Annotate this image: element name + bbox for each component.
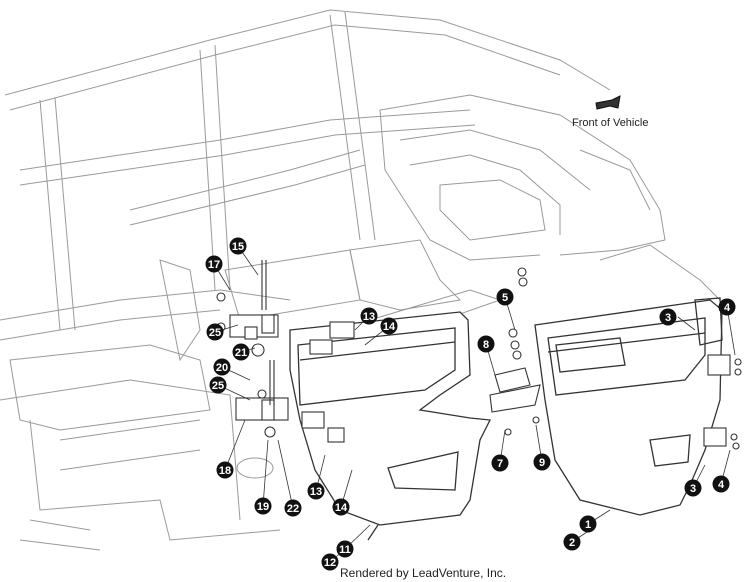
front-arrow-icon bbox=[595, 95, 621, 110]
callout-14: 14 bbox=[332, 498, 350, 516]
callout-13: 13 bbox=[307, 482, 325, 500]
latch-striker-parts bbox=[489, 267, 541, 436]
callout-21: 21 bbox=[232, 343, 250, 361]
front-of-vehicle-label: Front of Vehicle bbox=[572, 117, 648, 129]
svg-text:2: 2 bbox=[569, 537, 575, 549]
svg-text:21: 21 bbox=[235, 347, 247, 359]
svg-text:4: 4 bbox=[718, 479, 725, 491]
callout-13: 13 bbox=[360, 307, 378, 325]
callout-3: 3 bbox=[659, 308, 677, 326]
callout-12: 12 bbox=[321, 553, 339, 571]
svg-text:12: 12 bbox=[324, 557, 336, 569]
callout-7: 7 bbox=[491, 454, 509, 472]
svg-text:19: 19 bbox=[257, 501, 269, 513]
svg-text:25: 25 bbox=[212, 380, 224, 392]
svg-text:11: 11 bbox=[339, 544, 351, 556]
callout-8: 8 bbox=[477, 335, 495, 353]
callout-9: 9 bbox=[533, 453, 551, 471]
callout-15: 15 bbox=[229, 237, 247, 255]
svg-text:17: 17 bbox=[208, 259, 220, 271]
callout-4: 4 bbox=[718, 298, 736, 316]
callout-18: 18 bbox=[216, 461, 234, 479]
svg-text:3: 3 bbox=[690, 483, 696, 495]
vehicle-frame bbox=[0, 9, 611, 551]
svg-text:1: 1 bbox=[585, 519, 591, 531]
front-of-vehicle-indicator: Front of Vehicle bbox=[572, 95, 648, 129]
left-door-panel bbox=[289, 311, 492, 541]
callout-5: 5 bbox=[496, 288, 514, 306]
svg-text:18: 18 bbox=[219, 465, 231, 477]
callout-20: 20 bbox=[213, 358, 231, 376]
callout-4: 4 bbox=[712, 475, 730, 493]
callouts: 1 2 3 3 4 4 5 7 8 9 11 12 13 13 14 14 15… bbox=[205, 237, 736, 571]
hinge-bracket-assembly bbox=[216, 260, 289, 438]
callout-3: 3 bbox=[684, 479, 702, 497]
svg-text:20: 20 bbox=[216, 362, 228, 374]
svg-text:8: 8 bbox=[483, 339, 489, 351]
left-door-hinges bbox=[301, 321, 355, 443]
svg-text:25: 25 bbox=[209, 327, 221, 339]
callout-11: 11 bbox=[336, 540, 354, 558]
callout-25: 25 bbox=[206, 323, 224, 341]
svg-text:14: 14 bbox=[335, 502, 348, 514]
svg-text:7: 7 bbox=[497, 458, 503, 470]
callout-22: 22 bbox=[284, 499, 302, 517]
svg-text:15: 15 bbox=[232, 241, 244, 253]
svg-text:13: 13 bbox=[310, 486, 322, 498]
callout-14: 14 bbox=[380, 317, 398, 335]
callout-2: 2 bbox=[563, 533, 581, 551]
vehicle-dashboard bbox=[349, 94, 721, 336]
svg-text:22: 22 bbox=[287, 503, 299, 515]
right-door-hinges bbox=[703, 354, 742, 450]
svg-text:13: 13 bbox=[363, 311, 375, 323]
svg-text:4: 4 bbox=[724, 302, 731, 314]
callout-17: 17 bbox=[205, 255, 223, 273]
svg-text:3: 3 bbox=[665, 312, 671, 324]
svg-text:5: 5 bbox=[502, 292, 508, 304]
callout-25: 25 bbox=[209, 376, 227, 394]
credit-caption: Rendered by LeadVenture, Inc. bbox=[340, 566, 506, 580]
callout-19: 19 bbox=[254, 497, 272, 515]
svg-text:9: 9 bbox=[539, 457, 545, 469]
svg-text:14: 14 bbox=[383, 321, 396, 333]
callout-1: 1 bbox=[579, 515, 597, 533]
